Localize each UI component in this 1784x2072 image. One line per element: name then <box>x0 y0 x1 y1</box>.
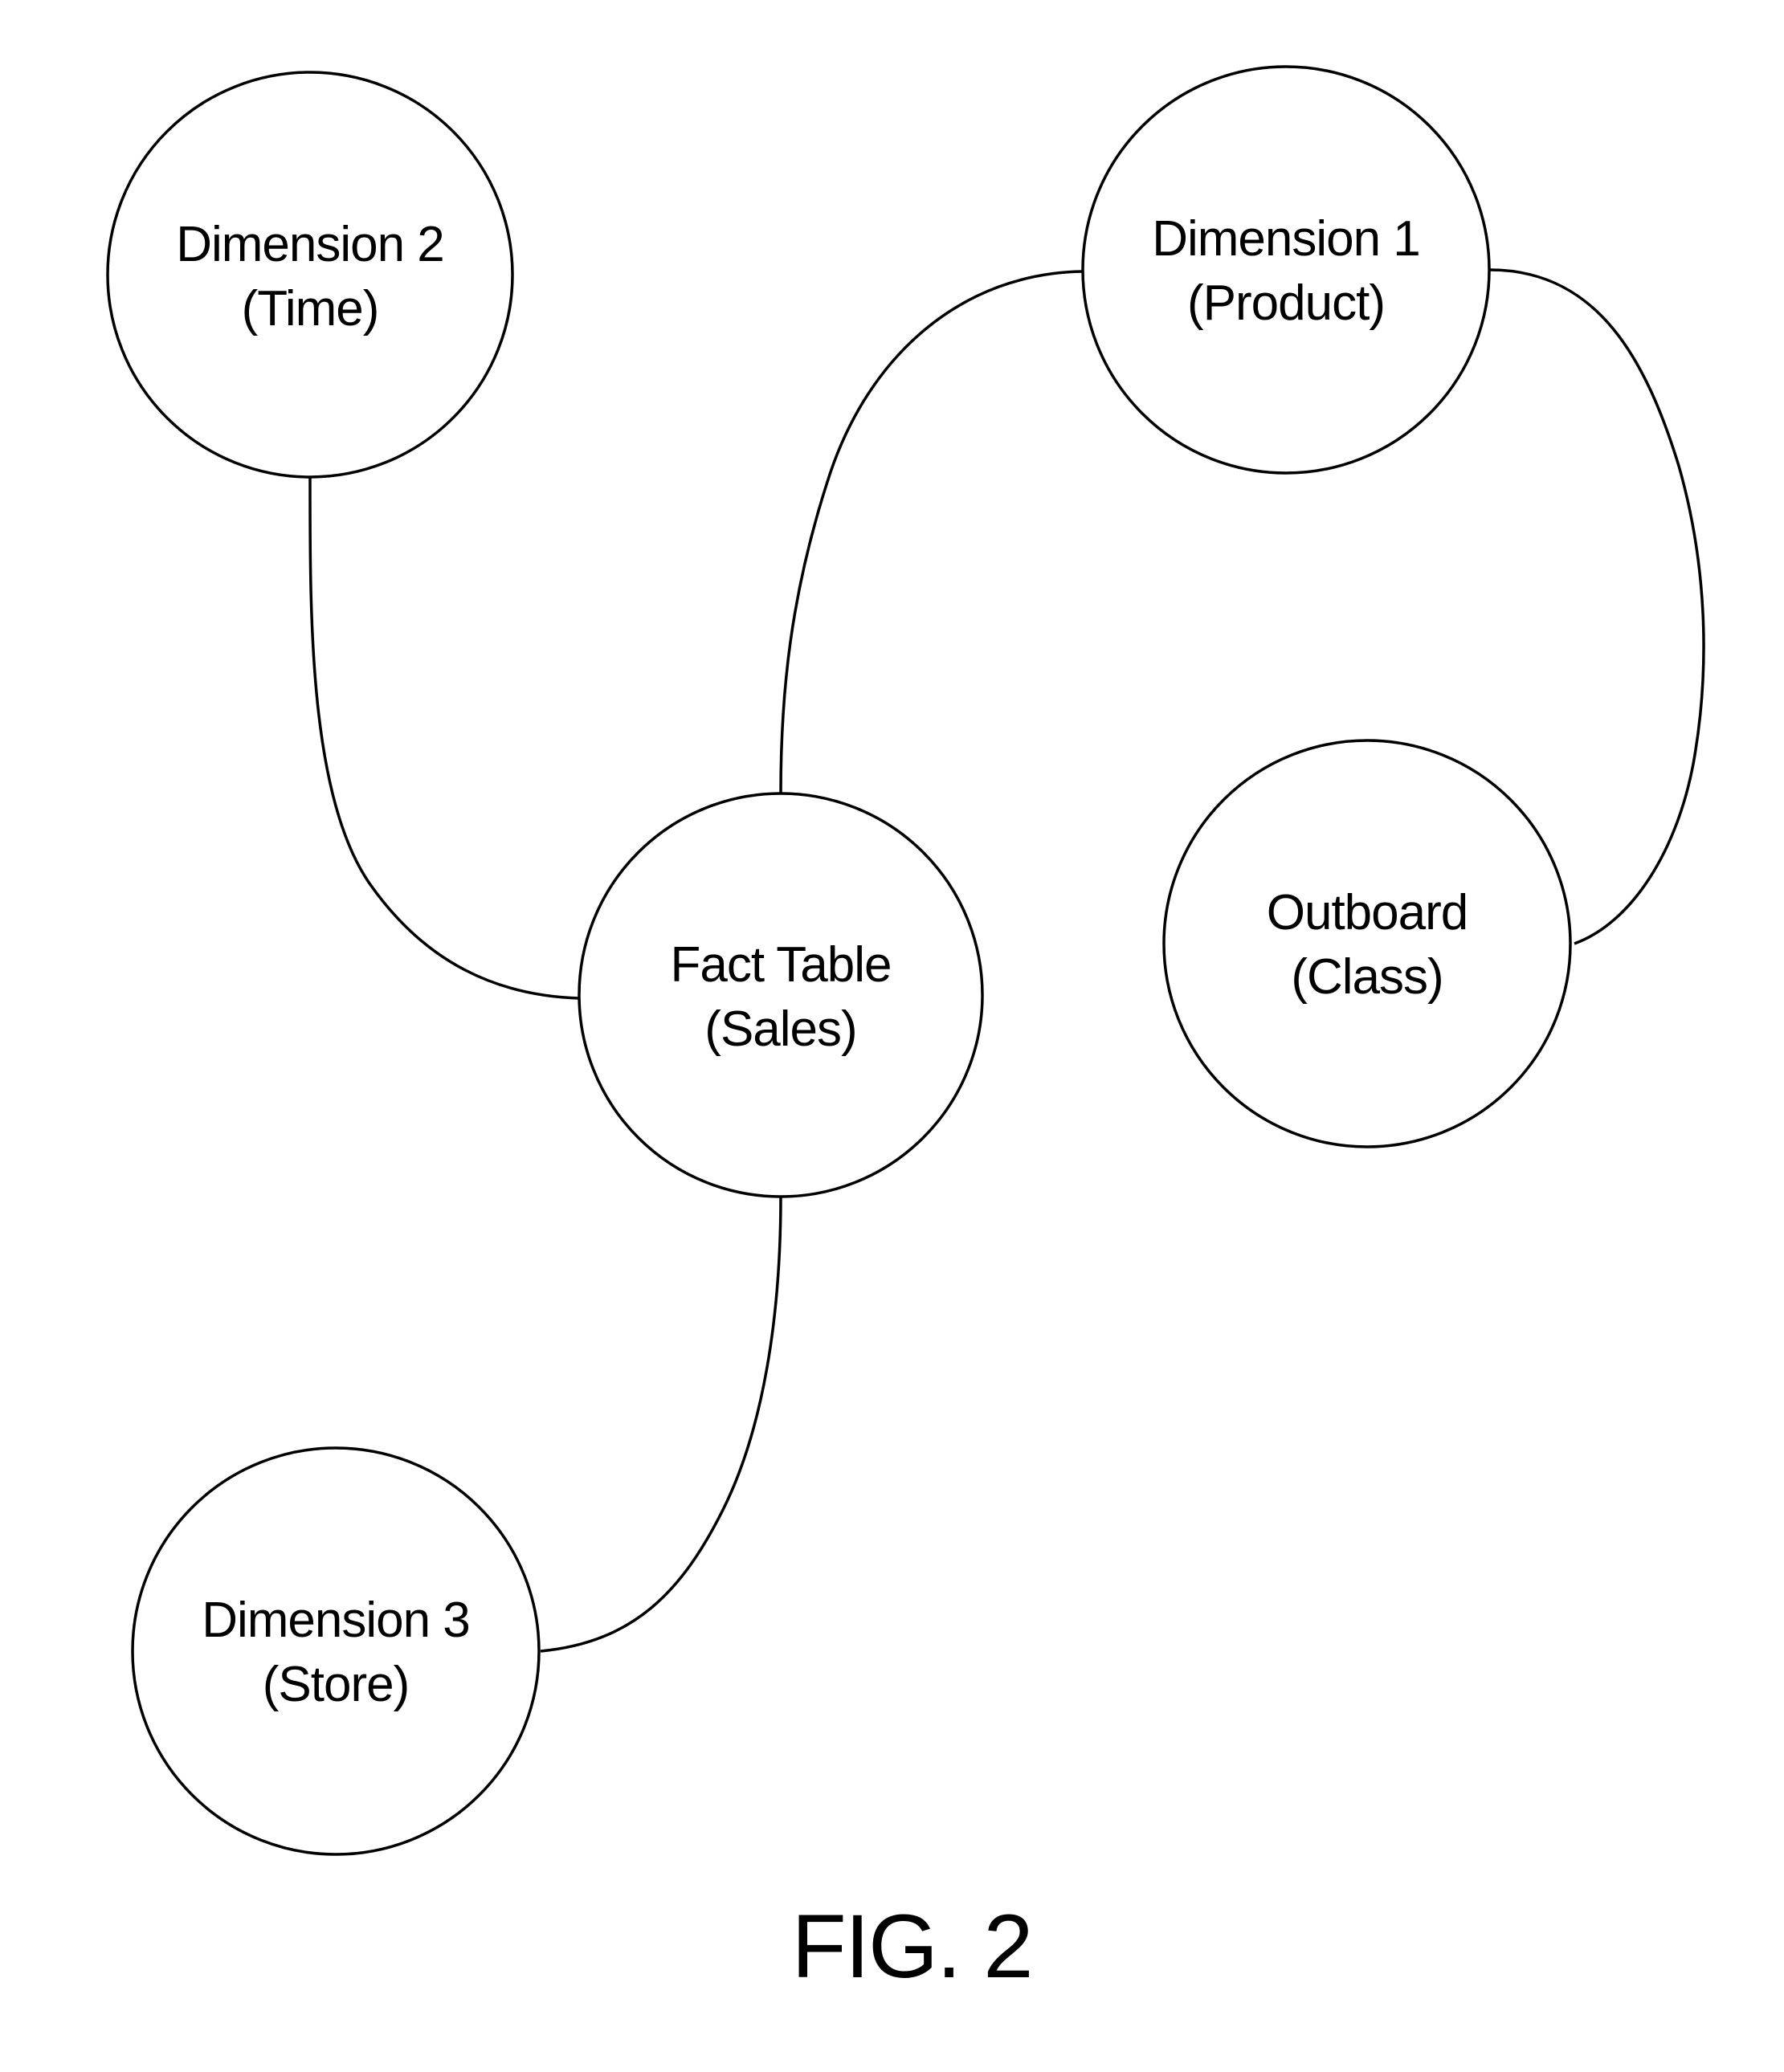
node-fact-table-title: Fact Table <box>671 937 892 993</box>
node-dimension-2-title: Dimension 2 <box>176 217 444 272</box>
node-dimension-2: Dimension 2 (Time) <box>108 72 512 477</box>
node-outboard-title: Outboard <box>1267 885 1468 940</box>
node-fact-table: Fact Table (Sales) <box>579 793 982 1197</box>
edge-dimension1-to-fact-table <box>781 271 1083 793</box>
figure-caption: FIG. 2 <box>791 1896 1031 1997</box>
node-dimension-1-subtitle: (Product) <box>1187 275 1385 331</box>
edge-dimension2-to-fact-table <box>310 475 580 998</box>
node-dimension-1-circle <box>1083 67 1489 473</box>
node-fact-table-subtitle: (Sales) <box>704 1001 856 1057</box>
node-outboard-subtitle: (Class) <box>1291 949 1443 1005</box>
node-outboard-circle <box>1164 740 1570 1147</box>
node-dimension-3-circle <box>133 1448 539 1854</box>
edge-fact-table-to-dimension3 <box>541 1197 781 1651</box>
node-outboard: Outboard (Class) <box>1164 740 1570 1147</box>
node-dimension-3-subtitle: (Store) <box>263 1657 409 1712</box>
node-fact-table-circle <box>579 793 982 1197</box>
node-dimension-1-title: Dimension 1 <box>1152 211 1420 267</box>
node-dimension-3: Dimension 3 (Store) <box>133 1448 539 1854</box>
node-dimension-2-subtitle: (Time) <box>242 281 379 336</box>
node-dimension-1: Dimension 1 (Product) <box>1083 67 1489 473</box>
node-dimension-3-title: Dimension 3 <box>202 1593 470 1648</box>
node-dimension-2-circle <box>108 72 512 477</box>
